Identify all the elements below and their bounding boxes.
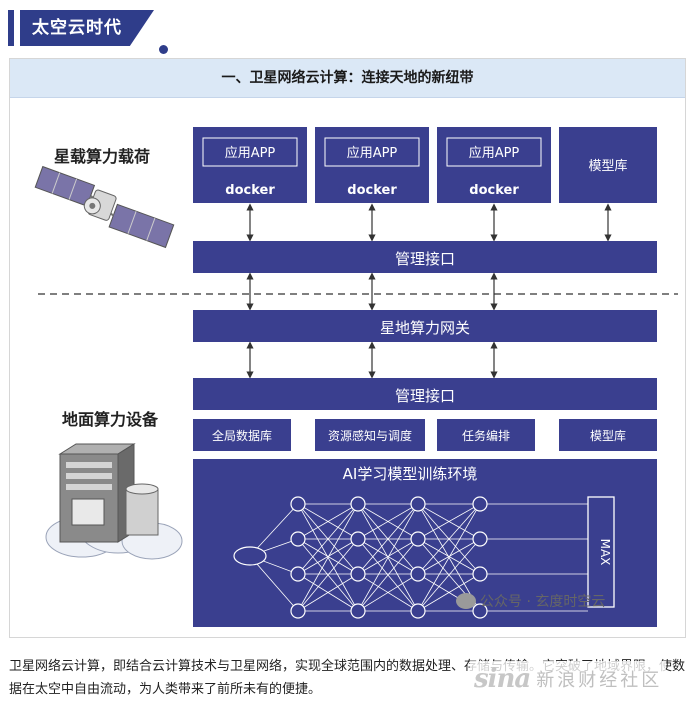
nn-edge (297, 503, 359, 540)
ground-module-label: 资源感知与调度 (328, 428, 412, 443)
nn-edge (297, 503, 359, 612)
nn-edge (417, 503, 481, 575)
nn-input-node (233, 546, 267, 566)
architecture-diagram: 星载算力载荷 地面算力设备 (34, 127, 678, 627)
nn-node (350, 531, 366, 547)
satellite-icon (34, 165, 175, 249)
space-module-1: 应用APP docker (193, 127, 307, 203)
nn-node (472, 531, 488, 547)
nn-node (472, 603, 488, 619)
ground-module-label: 模型库 (590, 428, 626, 443)
nn-edge (417, 573, 481, 612)
watermark-text: 公众号 · 玄度时空云 (480, 594, 606, 610)
ground-module-label: 全局数据库 (212, 428, 272, 443)
ground-module-label: 任务编排 (462, 428, 510, 443)
nn-edge (417, 503, 481, 540)
banner-dot (159, 45, 168, 54)
ground-module-global-db: 全局数据库 (193, 419, 291, 451)
nn-node (290, 496, 306, 512)
satellite-ground-gateway: 星地算力网关 (193, 310, 657, 342)
gateway-label: 星地算力网关 (380, 319, 470, 337)
max-layer-box (587, 496, 615, 608)
nn-edge (249, 503, 299, 557)
nn-node (472, 566, 488, 582)
space-management-interface: 管理接口 (193, 241, 657, 273)
max-layer-label: MAX (598, 539, 612, 566)
ground-equipment-label: 地面算力设备 (62, 410, 159, 429)
ground-management-label: 管理接口 (395, 387, 455, 405)
nn-node (410, 603, 426, 619)
gateway-arrows-top (246, 272, 498, 311)
space-module-2: 应用APP docker (315, 127, 429, 203)
nn-edge (297, 573, 359, 612)
space-module-3: 应用APP docker (437, 127, 551, 203)
ground-management-interface: 管理接口 (193, 378, 657, 410)
nn-node (290, 603, 306, 619)
nn-edge (357, 573, 419, 612)
nn-edge (297, 503, 359, 575)
space-app-label: 应用APP (347, 145, 398, 161)
section-title: 太空云时代 (20, 10, 154, 46)
ground-module-model-library: 模型库 (559, 419, 657, 451)
nn-edge (357, 503, 419, 575)
neural-network-graphic (233, 496, 588, 619)
space-docker-label: docker (347, 183, 397, 198)
ground-module-resource-scheduling: 资源感知与调度 (315, 419, 425, 451)
sina-logo: sina (474, 664, 531, 694)
nn-edge (357, 538, 419, 612)
nn-node (290, 531, 306, 547)
nn-edge (417, 538, 481, 575)
sina-watermark: sina 新浪财经社区 (470, 661, 667, 697)
nn-node (410, 531, 426, 547)
wechat-icon (456, 593, 476, 609)
nn-node (472, 496, 488, 512)
space-module-arrows (246, 203, 612, 242)
server-cloud-icon (45, 443, 183, 560)
training-title: AI学习模型训练环境 (343, 465, 478, 483)
space-management-label: 管理接口 (395, 250, 455, 268)
architecture-figure: 一、卫星网络云计算：连接天地的新纽带 星载算力载荷 地面算力设备 (9, 58, 686, 638)
space-docker-label: docker (469, 183, 519, 198)
nn-edge (417, 538, 481, 612)
nn-node (410, 566, 426, 582)
nn-edge (357, 538, 419, 575)
ground-module-task-orchestration: 任务编排 (437, 419, 535, 451)
banner-accent-bar (8, 10, 14, 46)
nn-node (290, 566, 306, 582)
nn-edge (297, 538, 359, 612)
space-model-library: 模型库 (559, 127, 657, 203)
space-app-label: 应用APP (469, 145, 520, 161)
space-app-label: 应用APP (225, 145, 276, 161)
nn-node (410, 496, 426, 512)
ai-training-environment: AI学习模型训练环境 MAX (193, 459, 657, 627)
nn-node (350, 566, 366, 582)
nn-edge (417, 503, 481, 612)
nn-edge (249, 555, 299, 612)
section-banner: 太空云时代 (8, 10, 168, 54)
gateway-arrows-bottom (246, 341, 498, 379)
nn-edge (357, 503, 419, 540)
sina-community-text: 新浪财经社区 (536, 670, 663, 691)
nn-node (350, 603, 366, 619)
watermark: 公众号 · 玄度时空云 (456, 591, 605, 611)
space-payload-label: 星载算力载荷 (54, 147, 150, 166)
space-docker-label: docker (225, 183, 275, 198)
space-model-library-label: 模型库 (588, 158, 627, 174)
nn-node (350, 496, 366, 512)
nn-edge (297, 538, 359, 575)
nn-edge (357, 503, 419, 612)
figure-title: 一、卫星网络云计算：连接天地的新纽带 (10, 59, 685, 98)
